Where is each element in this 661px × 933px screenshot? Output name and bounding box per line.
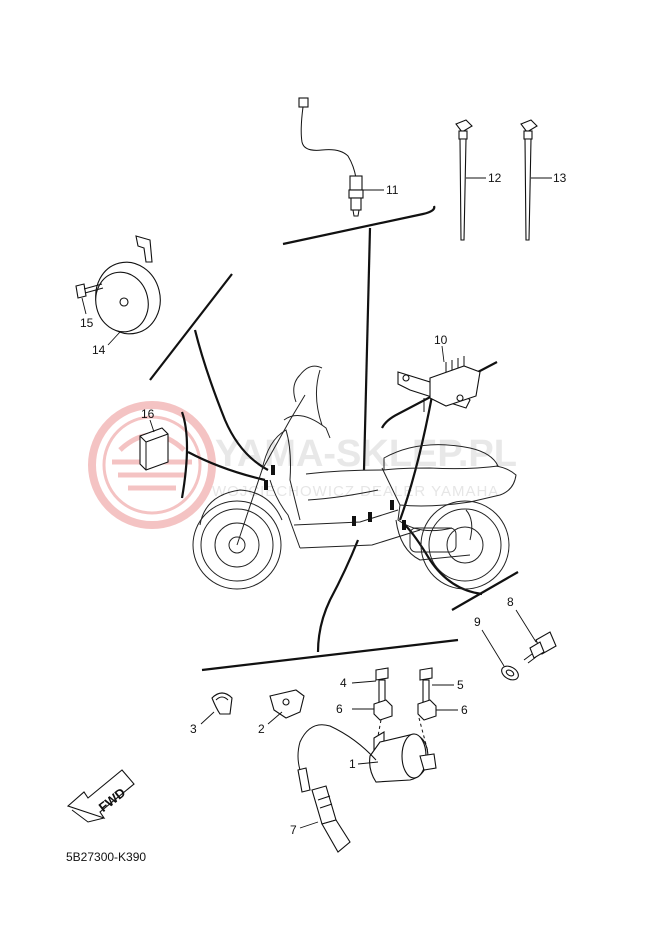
part-6-nut-right[interactable]: 6 bbox=[417, 699, 468, 721]
group-bracket-horn bbox=[149, 273, 233, 381]
part-15-bolt[interactable]: 15 bbox=[75, 283, 104, 330]
part-11-sensor[interactable]: 11 bbox=[298, 97, 399, 217]
scooter-illustration bbox=[192, 365, 517, 590]
group-line-relay bbox=[187, 451, 266, 482]
group-bracket-regulator bbox=[381, 361, 498, 429]
group-leader-lines bbox=[149, 205, 519, 672]
watermark-sub: WOJCIECHOWICZ DEALER YAMAHA bbox=[212, 483, 499, 500]
callout-14: 14 bbox=[92, 343, 106, 357]
callout-12: 12 bbox=[488, 171, 502, 185]
group-bracket-sensor bbox=[282, 205, 436, 246]
part-13-cable-tie[interactable]: 13 bbox=[520, 119, 567, 241]
part-14-horn[interactable]: 14 bbox=[88, 235, 168, 357]
part-9-washer[interactable]: 9 bbox=[474, 615, 521, 683]
callout-16: 16 bbox=[141, 407, 155, 421]
part-1-ignition-coil[interactable]: 1 bbox=[297, 717, 437, 783]
part-3-clamp[interactable]: 3 bbox=[190, 692, 233, 736]
callout-1: 1 bbox=[349, 757, 356, 771]
callout-9: 9 bbox=[474, 615, 481, 629]
part-5-bolt[interactable]: 5 bbox=[419, 667, 464, 703]
part-12-cable-tie[interactable]: 12 bbox=[455, 119, 502, 241]
group-line-ignition bbox=[316, 539, 360, 653]
group-line-sensor bbox=[362, 227, 372, 471]
part-2-bracket[interactable]: 2 bbox=[258, 689, 305, 736]
callout-3: 3 bbox=[190, 722, 197, 736]
callout-6a: 6 bbox=[336, 702, 343, 716]
callout-11: 11 bbox=[386, 183, 399, 197]
part-6-nut-left[interactable]: 6 bbox=[336, 699, 393, 721]
watermark: YAMA-SKLEP.PL WOJCIECHOWICZ DEALER YAMAH… bbox=[88, 401, 517, 529]
callout-8: 8 bbox=[507, 595, 514, 609]
part-16-relay[interactable]: 16 bbox=[139, 407, 169, 471]
part-7-plug-cap[interactable]: 7 bbox=[290, 767, 351, 853]
callout-5: 5 bbox=[457, 678, 464, 692]
group-bracket-relay bbox=[180, 411, 189, 499]
group-line-horn bbox=[193, 329, 269, 471]
group-bracket-ignition bbox=[201, 638, 459, 672]
callout-13: 13 bbox=[553, 171, 567, 185]
part-10-regulator[interactable]: 10 bbox=[397, 333, 481, 412]
group-line-regulator bbox=[398, 395, 434, 521]
forward-arrow-icon: FWD bbox=[66, 769, 135, 823]
part-4-bolt[interactable]: 4 bbox=[340, 667, 389, 703]
callout-7: 7 bbox=[290, 823, 297, 837]
part-8-temperature-sensor[interactable]: 8 bbox=[507, 595, 557, 664]
callout-2: 2 bbox=[258, 722, 265, 736]
callout-15: 15 bbox=[80, 316, 94, 330]
diagram-code: 5B27300-K390 bbox=[66, 850, 146, 864]
callout-10: 10 bbox=[434, 333, 448, 347]
callout-6b: 6 bbox=[461, 703, 468, 717]
callout-4: 4 bbox=[340, 676, 347, 690]
group-bracket-temp-sensor bbox=[451, 571, 519, 611]
